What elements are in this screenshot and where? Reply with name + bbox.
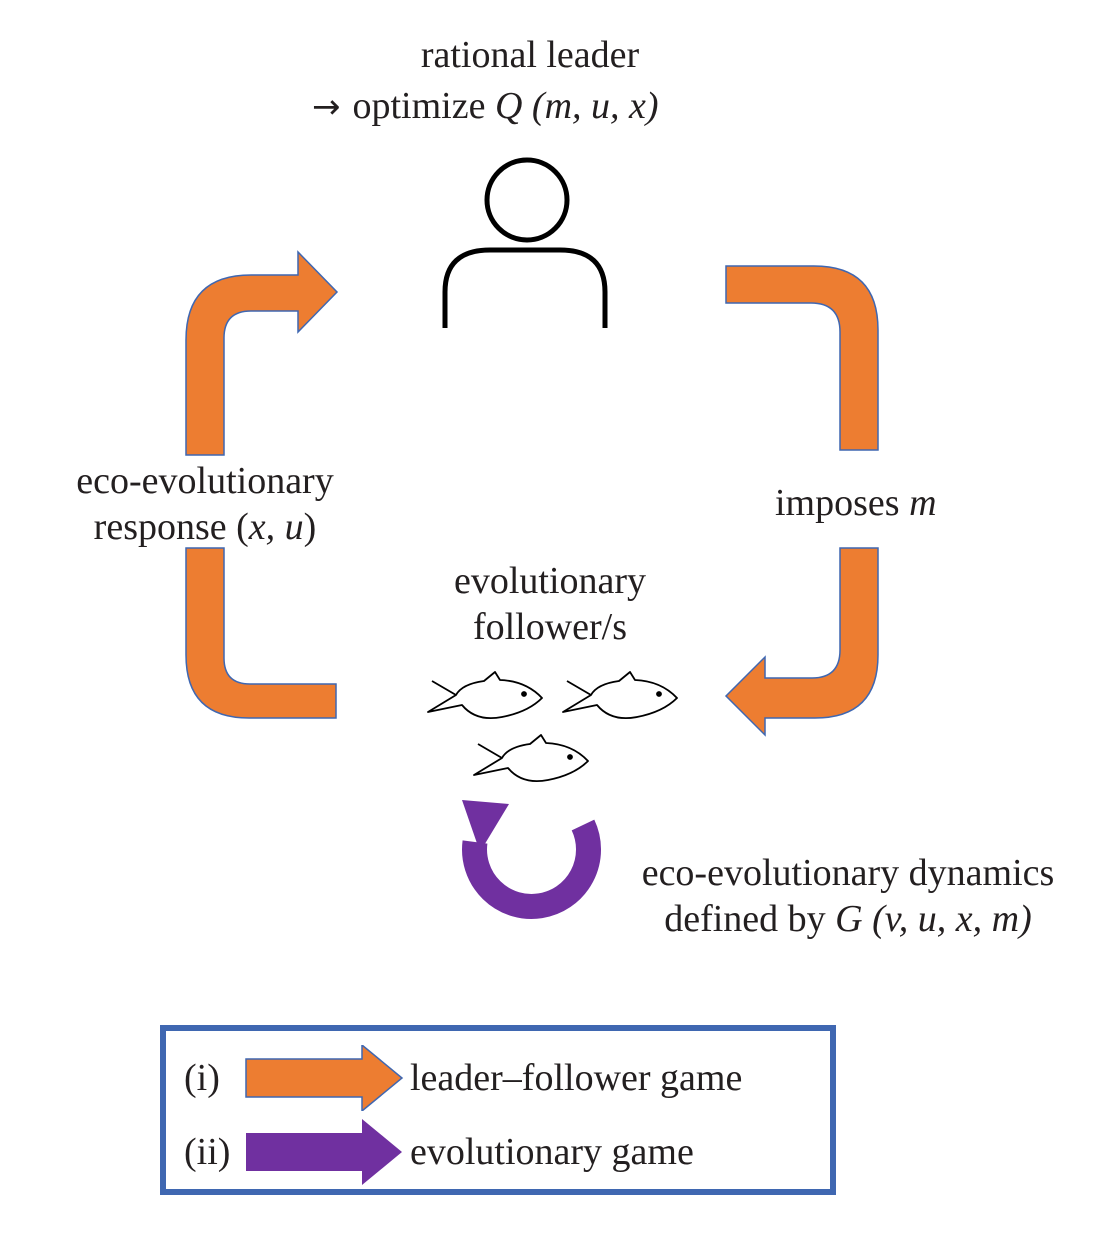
purple-arrow-icon — [246, 1119, 402, 1185]
right-label: imposes m — [775, 482, 937, 524]
person-icon — [442, 157, 608, 328]
fish-icon — [562, 671, 678, 720]
left-upper-arrow — [185, 250, 339, 456]
legend-box: (i) leader–follower game (ii) evolutiona… — [160, 1025, 836, 1195]
fish-icon — [473, 734, 589, 783]
right-lower-arrow — [724, 547, 879, 737]
cycle-arrow-icon — [462, 800, 601, 919]
leader-title: rational leader — [420, 34, 640, 76]
left-label: eco-evolutionary response (x, u) — [76, 460, 334, 548]
leader-objective: →optimize Q (m, u, x) — [312, 85, 659, 127]
arrow-right-icon: → — [312, 87, 341, 127]
right-upper-bracket — [725, 265, 879, 451]
left-lower-bracket — [185, 547, 337, 719]
orange-arrow-icon — [245, 1045, 404, 1111]
dynamics-label: eco-evolutionary dynamics defined by G (… — [641, 852, 1055, 940]
followers-label: evolutionary follower/s — [453, 560, 647, 648]
fish-icon — [427, 671, 543, 720]
